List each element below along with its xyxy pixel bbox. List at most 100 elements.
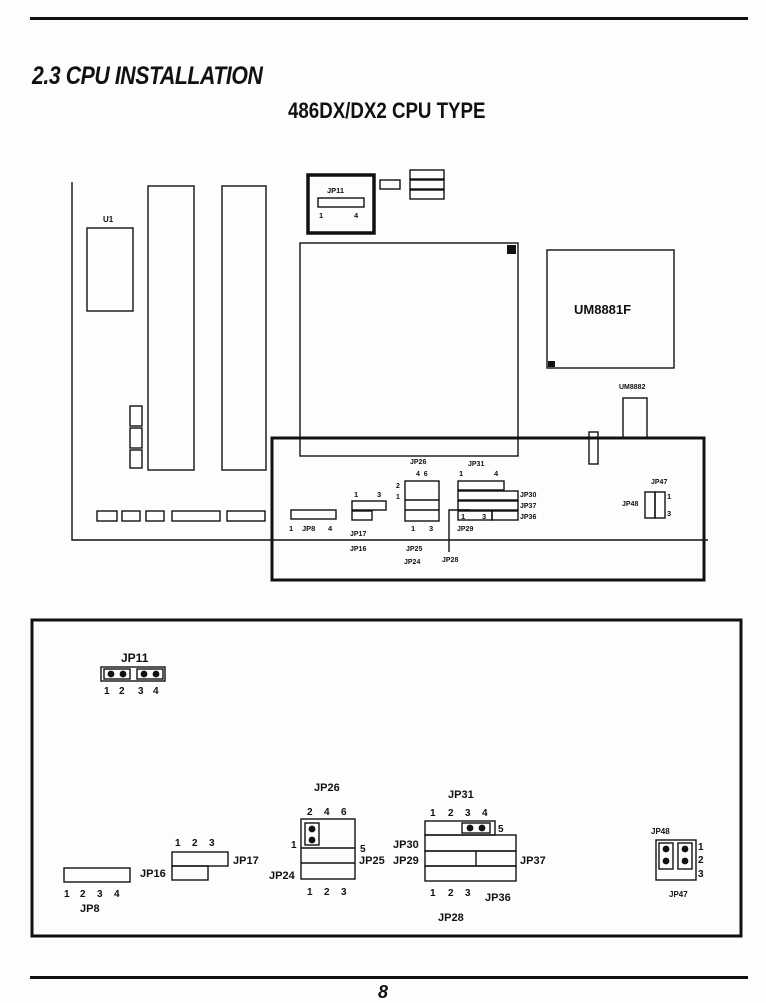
jp25-board-pin3: 3 [429, 524, 433, 533]
jp17-detail-pin3: 3 [209, 838, 215, 849]
jp26-detail-pin6: 6 [341, 807, 347, 818]
jp8-detail-pin2: 2 [80, 889, 86, 900]
jp24-detail-pin2: 2 [324, 887, 330, 898]
jp36-board-block [491, 510, 519, 521]
jp31-detail-pin5: 5 [498, 824, 504, 835]
vertical-component-1 [129, 405, 143, 427]
jp29-detail-label: JP29 [393, 855, 419, 867]
vertical-component-2 [129, 427, 143, 449]
jp26-detail-header [300, 818, 356, 880]
jp24-detail-pin1: 1 [307, 887, 313, 898]
jp16-detail-label: JP16 [140, 868, 166, 880]
jp28-detail-pin1: 1 [430, 888, 436, 899]
jp47-board-pin1: 1 [667, 492, 671, 501]
stack-part-3 [409, 189, 445, 200]
jp47-board-block [654, 491, 666, 519]
jp8-board-pin4: 4 [328, 524, 333, 533]
jp8-detail-label: JP8 [80, 903, 100, 915]
small-part-1 [379, 179, 401, 190]
jp16-board-block [351, 510, 373, 521]
bottom-rule [30, 976, 748, 979]
expansion-slot-2 [221, 185, 267, 471]
jp31-jumper-pin-a [466, 824, 474, 832]
jp11-highlight-box [306, 173, 376, 235]
jp17-detail-pin1: 1 [175, 838, 181, 849]
jp48-board-block [644, 491, 656, 519]
jp26-jumper-pin-b [308, 836, 316, 844]
jp26-jumper-pin-a [308, 825, 316, 833]
jp31-detail-pin3: 3 [465, 808, 471, 819]
jp8-board-pin1: 1 [289, 524, 293, 533]
u1-label: U1 [103, 215, 114, 224]
jp11-board-label: JP11 [327, 186, 344, 195]
jp47-detail-label: JP47 [669, 890, 688, 899]
jp26-board-pin2: 2 [396, 483, 400, 490]
jp48-jumper-pin-b [662, 857, 670, 865]
jp48-jumper-pin-a [662, 845, 670, 853]
jp26-detail-label: JP26 [314, 782, 340, 794]
jp24-board-label: JP24 [404, 559, 420, 566]
jp31-detail-label: JP31 [448, 789, 474, 801]
jp31-detail-pin1: 1 [430, 808, 436, 819]
jp11-detail-pin2: 2 [119, 686, 125, 697]
page-number: 8 [378, 982, 389, 1002]
connector-3 [145, 510, 165, 522]
jp28-leader-line [448, 509, 470, 552]
jp25-board-label: JP25 [406, 546, 422, 553]
jp30-board-label: JP30 [520, 492, 536, 499]
jp29-board-label: JP29 [457, 526, 473, 533]
jp48-detail-label: JP48 [651, 827, 670, 836]
jp26-detail-pin1: 1 [291, 840, 297, 851]
jp11-detail-header [100, 666, 166, 682]
jp28-detail-pin3: 3 [465, 888, 471, 899]
jumper-area-highlight-box [270, 436, 706, 582]
um8882-chip-fill [624, 399, 646, 423]
jp11-detail-label: JP11 [121, 651, 149, 665]
stack-part-2 [409, 179, 445, 190]
jp29-board-pin3: 3 [482, 512, 486, 521]
jp11-board-pin4: 4 [354, 211, 359, 220]
jp37-board-block [457, 500, 519, 511]
jp8-detail-header [63, 867, 131, 883]
jp11-board-pin1: 1 [319, 211, 323, 220]
um8882-chip [622, 397, 648, 439]
jp31-board-label: JP31 [468, 461, 484, 468]
jp29-board-pin1: 1 [461, 512, 465, 521]
jp36-detail-label: JP36 [485, 892, 511, 904]
jp8-board-label: JP8 [302, 524, 315, 533]
jp37-detail-label: JP37 [520, 855, 546, 867]
jp47-detail-pin3: 3 [698, 869, 704, 880]
jp28-detail-pin2: 2 [448, 888, 454, 899]
jp17-detail-header [171, 851, 229, 867]
connector-2 [121, 510, 141, 522]
connector-4 [171, 510, 221, 522]
jp26-detail-pin5: 5 [360, 844, 366, 855]
jp26-detail-pin4: 4 [324, 807, 330, 818]
um8881f-chip [546, 249, 675, 369]
jp47-board-label: JP47 [651, 479, 667, 486]
jp8-detail-pin3: 3 [97, 889, 103, 900]
jp17-detail-pin2: 2 [192, 838, 198, 849]
jp28-board-label: JP28 [442, 557, 458, 564]
jp47-jumper-pin-b [681, 857, 689, 865]
jp11-detail-pin1: 1 [104, 686, 110, 697]
jp17-detail-label: JP17 [233, 855, 259, 867]
top-rule [30, 17, 748, 20]
jp25-board-pin1: 1 [411, 524, 415, 533]
um8882-label: UM8882 [619, 384, 646, 391]
u1-chip [86, 227, 134, 312]
jp48-board-label: JP48 [622, 501, 638, 508]
jp8-detail-pin1: 1 [64, 889, 70, 900]
jp31-detail-pin4: 4 [482, 808, 488, 819]
jp17-board-label: JP17 [350, 531, 366, 538]
um8881f-label: UM8881F [574, 302, 631, 317]
jp47-jumper-pin-a [681, 845, 689, 853]
jp31-board-block [457, 480, 505, 491]
jp24-detail-label: JP24 [269, 870, 296, 882]
jp31-board-pin1: 1 [459, 469, 463, 478]
jp8-board-block [290, 509, 337, 520]
jp11-detail-pin4: 4 [153, 686, 159, 697]
section-subheading: 486DX/DX2 CPU TYPE [288, 98, 486, 123]
jp17-board-pin1: 1 [354, 490, 358, 499]
